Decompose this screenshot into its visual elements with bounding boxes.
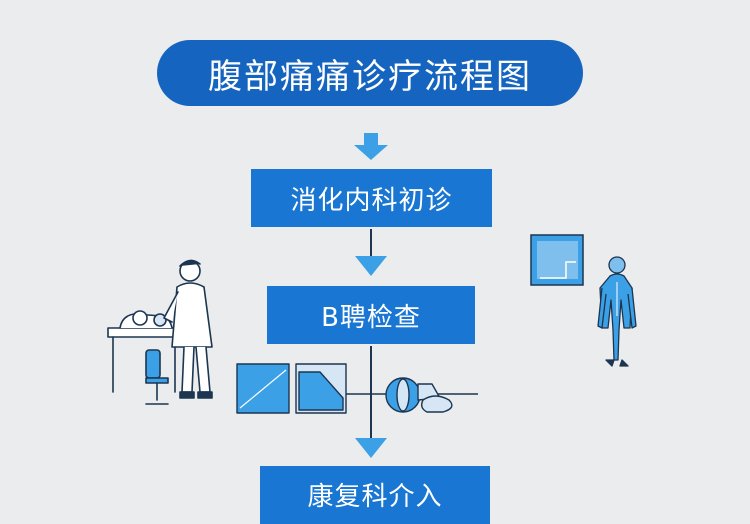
chart-card-icon [530,234,584,286]
ultrasound-panels-icon [236,363,453,414]
step-rehabilitation: 康复科介入 [260,466,490,524]
arrow-title-to-step1 [354,133,388,160]
flowchart-canvas [107,133,637,458]
step-initial-consultation: 消化内科初诊 [251,169,492,227]
human-anatomy-figure-icon [597,256,637,367]
arrow-step1-to-step2 [355,229,387,276]
step-ultrasound-exam: B聘检查 [267,286,475,344]
doctor-examining-patient-icon [107,259,213,405]
page-title: 腹部痛痛诊疗流程图 [157,40,583,106]
